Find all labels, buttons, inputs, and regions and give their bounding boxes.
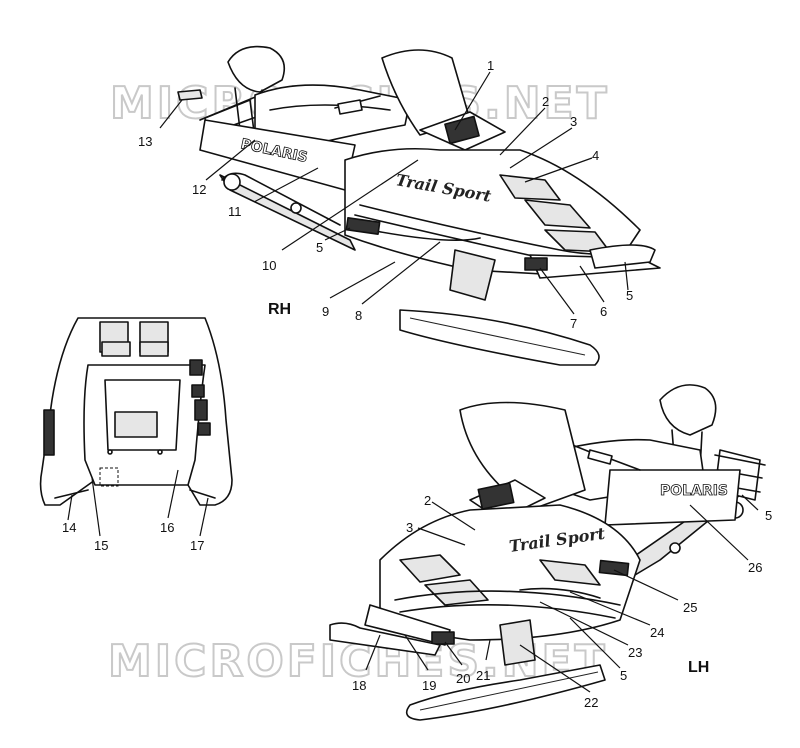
callout-number: 24 (650, 625, 664, 640)
callout-number: 13 (138, 134, 152, 149)
callout-number: 5 (626, 288, 633, 303)
snowmobile-rh-view: POLARIS Trail Sport (199, 45, 661, 366)
callout-number: 3 (570, 114, 577, 129)
callout-number: 2 (542, 94, 549, 109)
callout-number: 4 (592, 148, 599, 163)
callout-number: 26 (748, 560, 762, 575)
callouts-hood: 14 15 16 17 (62, 469, 209, 553)
callout-number: 6 (600, 304, 607, 319)
view-label-rh: RH (268, 301, 291, 318)
hood-top-view (39, 317, 233, 506)
callout-number: 14 (62, 520, 76, 535)
callout-number: 7 (570, 316, 577, 331)
callout-number: 9 (322, 304, 329, 319)
callouts-lh: 2 3 5 26 25 24 23 5 22 21 20 19 18 (352, 493, 772, 710)
callout-number: 16 (160, 520, 174, 535)
snowmobile-lh-view: POLARIS Trail Sport (329, 384, 766, 721)
callout-number: 5 (316, 240, 323, 255)
callout-number: 19 (422, 678, 436, 693)
callout-number: 23 (628, 645, 642, 660)
callout-number: 10 (262, 258, 276, 273)
callout-number: 3 (406, 520, 413, 535)
callout-number: 5 (620, 668, 627, 683)
callout-number: 11 (228, 204, 242, 219)
callout-number: 12 (192, 182, 206, 197)
callout-number: 25 (683, 600, 697, 615)
callout-number: 2 (424, 493, 431, 508)
callout-number: 18 (352, 678, 366, 693)
callout-number: 5 (765, 508, 772, 523)
callout-number: 1 (487, 58, 494, 73)
callout-number: 17 (190, 538, 204, 553)
svg-text:POLARIS: POLARIS (660, 483, 728, 499)
callout-number: 21 (476, 668, 490, 683)
callout-number: 8 (355, 308, 362, 323)
callout-number: 20 (456, 671, 470, 686)
callout-number: 22 (584, 695, 598, 710)
callouts-rh: 1 2 3 4 5 5 6 7 8 9 10 11 12 13 (138, 58, 633, 331)
callout-number: 15 (94, 538, 108, 553)
view-label-lh: LH (688, 659, 709, 676)
